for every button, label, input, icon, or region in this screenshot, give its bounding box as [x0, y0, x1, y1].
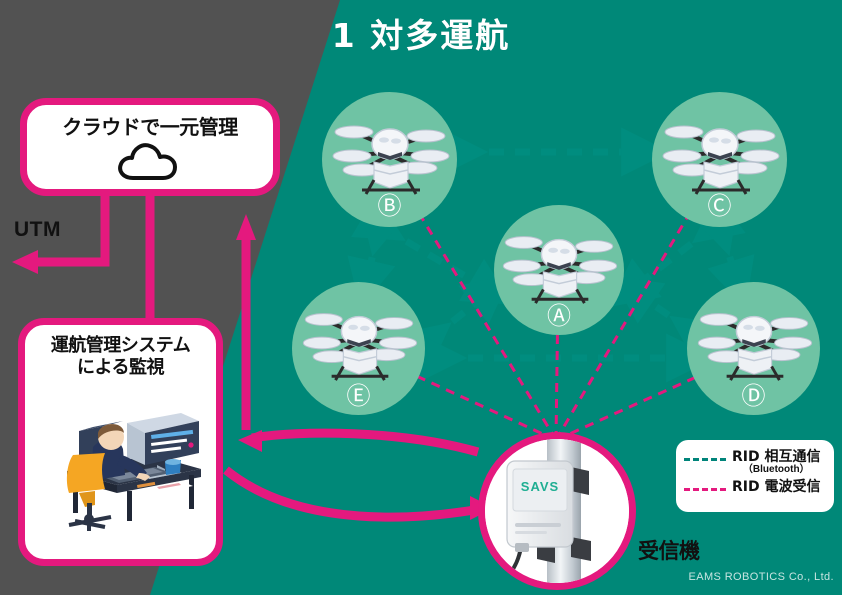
watermark-text: EAMS ROBOTICS Co., Ltd.	[688, 571, 834, 583]
cloud-icon	[118, 143, 177, 180]
receiver-node[interactable]: SAVS	[478, 432, 636, 590]
drone-icon-e	[302, 313, 418, 381]
drone-icon-c	[662, 125, 780, 195]
ray-receiver-c	[554, 164, 720, 441]
cloud-management-panel[interactable]: クラウドで一元管理	[20, 98, 280, 196]
legend-dash-pink	[684, 488, 726, 492]
link-b-e	[347, 203, 408, 309]
ray-receiver-a	[554, 291, 560, 441]
drone-icon-b	[332, 125, 450, 195]
drone-node-c[interactable]: Ⓒ	[652, 92, 787, 227]
drone-label-c: Ⓒ	[707, 193, 732, 220]
operator-at-desk-icon	[66, 412, 201, 531]
drone-label-a: Ⓐ	[547, 303, 571, 330]
ops-panel-title-line1: 運航管理システム	[50, 335, 191, 356]
utm-label: UTM	[14, 218, 61, 241]
drone-label-d: Ⓓ	[741, 383, 766, 410]
legend-label-rid-reception: RID 電波受信	[732, 479, 821, 496]
drone-label-b: Ⓑ	[377, 193, 402, 220]
drone-node-d[interactable]: Ⓓ	[687, 282, 820, 415]
pink-routing-pipes	[38, 196, 487, 522]
receiver-photo: SAVS	[485, 439, 629, 583]
legend-sublabel-bluetooth: （Bluetooth）	[742, 464, 810, 476]
ops-panel-title-line2: による監視	[77, 356, 164, 378]
legend-label-rid-mutual: RID 相互通信	[732, 449, 821, 465]
ray-receiver-b	[388, 164, 558, 441]
legend-dash-teal	[684, 458, 726, 461]
page-title: 1 対多運航	[331, 16, 511, 55]
legend-item-rid-reception: RID 電波受信	[684, 479, 826, 495]
receiver-label: 受信機	[638, 539, 700, 563]
drone-icon-d	[697, 313, 813, 381]
drone-node-b[interactable]: Ⓑ	[322, 92, 457, 227]
legend-item-rid-mutual: RID 相互通信 （Bluetooth）	[684, 449, 826, 475]
arrow-riser-up	[236, 214, 256, 240]
pipe-utm-branch	[38, 196, 110, 267]
drone-node-a[interactable]: Ⓐ	[494, 205, 624, 335]
pipe-receiver-to-riser	[251, 428, 480, 457]
link-e-a	[398, 274, 512, 372]
drone-label-e: Ⓔ	[346, 383, 371, 410]
drone-node-e[interactable]: Ⓔ	[292, 282, 425, 415]
svg-text:SAVS: SAVS	[521, 479, 559, 494]
arrow-utm	[12, 250, 38, 274]
arrow-into-riser	[238, 430, 262, 452]
ops-management-panel[interactable]: 運航管理システム による監視	[18, 318, 223, 566]
link-c-d	[691, 202, 755, 309]
legend-box: RID 相互通信 （Bluetooth） RID 電波受信	[676, 440, 834, 512]
cloud-panel-title: クラウドで一元管理	[62, 115, 238, 139]
pipe-ops-to-receiver	[223, 466, 487, 522]
